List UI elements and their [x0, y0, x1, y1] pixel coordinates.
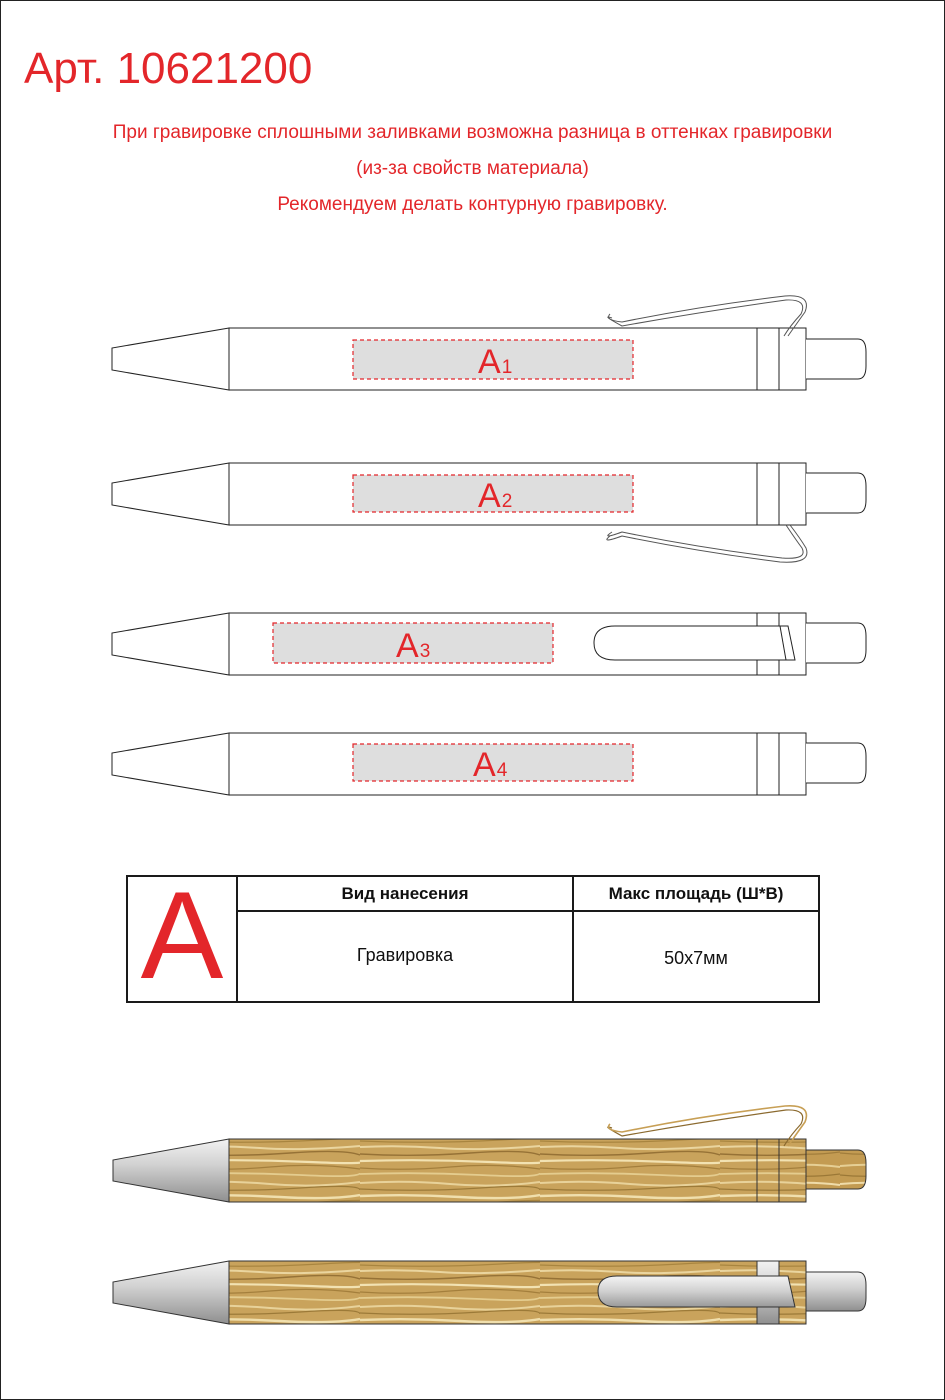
header-application-type: Вид нанесения — [238, 877, 574, 912]
zone-label-4: А4 — [473, 746, 508, 784]
spec-table: А Вид нанесения Макс площадь (Ш*В) Грави… — [126, 871, 820, 1003]
spec-area-letter: А — [140, 867, 224, 1005]
header-max-area: Макс площадь (Ш*В) — [574, 877, 818, 912]
spec-letter-cell: А — [128, 871, 238, 1001]
bamboo-pen-clip-top — [112, 1105, 867, 1203]
zone-label-1: А1 — [478, 343, 512, 381]
engraving-zone-4 — [352, 743, 634, 782]
engraving-zone-3 — [272, 622, 554, 664]
zone-label-3: А3 — [396, 627, 430, 665]
engraving-zone-1 — [352, 339, 634, 380]
engraving-zone-2 — [352, 474, 634, 513]
zone-label-2: А2 — [478, 477, 512, 515]
notice-line-1: При гравировке сплошными заливками возмо… — [112, 122, 833, 143]
article-title: Арт. 10621200 — [24, 44, 313, 93]
notice-line-3: Рекомендуем делать контурную гравировку. — [277, 194, 668, 215]
notice-line-2: (из-за свойств материала) — [356, 158, 589, 179]
bamboo-pen-clip-front — [112, 1260, 867, 1325]
value-application-type: Гравировка — [238, 912, 574, 1001]
value-max-area: 50х7мм — [664, 948, 728, 968]
